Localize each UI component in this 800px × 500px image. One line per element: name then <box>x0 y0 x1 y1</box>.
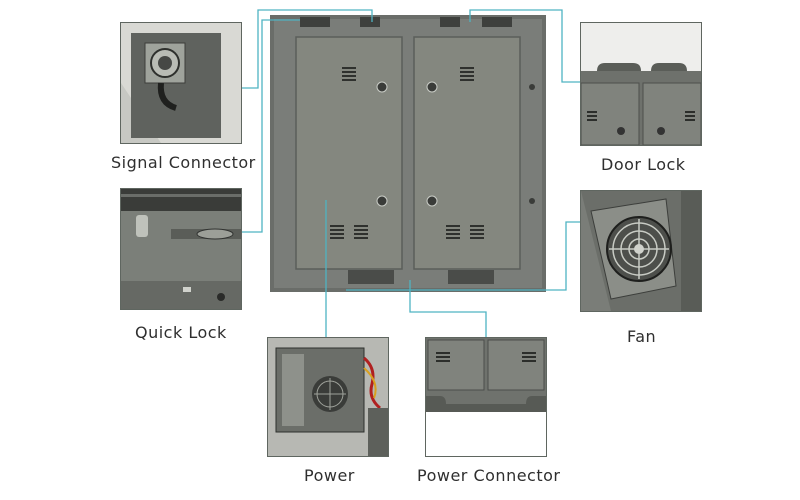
power-fan-icon <box>312 376 348 412</box>
fan-label: Fan <box>627 327 657 346</box>
fan-photo <box>580 190 702 312</box>
signal-connector-photo <box>120 22 242 144</box>
power-connector-photo <box>425 337 547 457</box>
quick-lock-label: Quick Lock <box>135 323 227 342</box>
fan-icon <box>606 216 672 282</box>
power-label: Power <box>304 466 355 485</box>
signal-connector-label: Signal Connector <box>111 153 256 172</box>
power-connector-label: Power Connector <box>417 466 561 485</box>
quick-lock-photo <box>120 188 242 310</box>
door-lock-photo <box>580 22 702 146</box>
led-cabinet <box>270 15 546 292</box>
power-photo <box>267 337 389 457</box>
door-lock-label: Door Lock <box>601 155 686 174</box>
